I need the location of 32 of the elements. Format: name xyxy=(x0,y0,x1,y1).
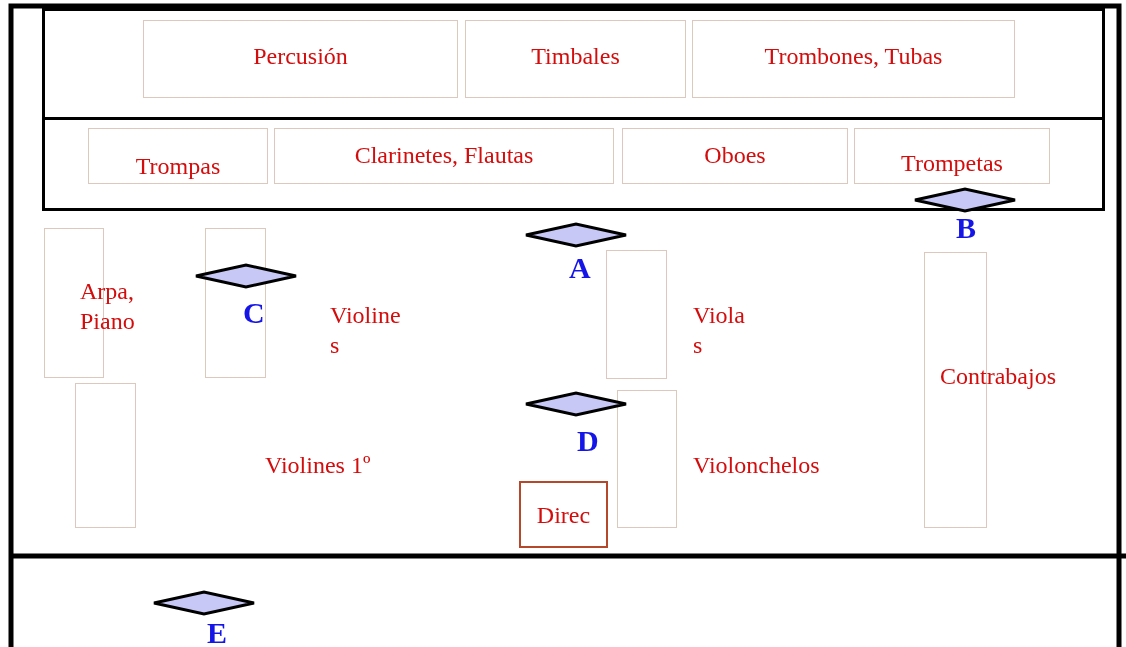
seat-box xyxy=(617,390,677,528)
section-label: Violines 1º xyxy=(265,451,371,480)
section-label: Timbales xyxy=(530,42,621,71)
conductor-label: Direc xyxy=(535,501,592,530)
section-box xyxy=(274,128,614,184)
section-label: Trompas xyxy=(134,152,222,181)
section-label: Viola s xyxy=(693,301,745,360)
section-box xyxy=(854,128,1050,184)
section-label: Trombones, Tubas xyxy=(763,42,944,71)
section-label: Clarinetes, Flautas xyxy=(353,141,535,170)
section-label: Violonchelos xyxy=(693,451,820,480)
position-letter: E xyxy=(207,618,227,647)
position-letter: A xyxy=(569,253,591,283)
position-letter: B xyxy=(956,213,976,243)
section-box xyxy=(143,20,458,98)
section-box xyxy=(88,128,268,184)
position-letter: C xyxy=(243,298,265,328)
section-label: Oboes xyxy=(703,141,767,170)
section-band xyxy=(42,8,1105,120)
seat-box xyxy=(75,383,136,528)
section-label: Arpa, Piano xyxy=(80,277,135,336)
position-letter: D xyxy=(577,426,599,456)
section-label: Contrabajos xyxy=(940,362,1056,391)
section-box xyxy=(622,128,848,184)
section-label: Trompetas xyxy=(900,149,1004,178)
seat-box xyxy=(606,250,667,379)
section-label: Violine s xyxy=(330,301,401,360)
section-box xyxy=(465,20,686,98)
conductor-box xyxy=(519,481,608,548)
section-label: Percusión xyxy=(252,42,349,71)
section-box xyxy=(692,20,1015,98)
seat-box xyxy=(205,228,266,378)
